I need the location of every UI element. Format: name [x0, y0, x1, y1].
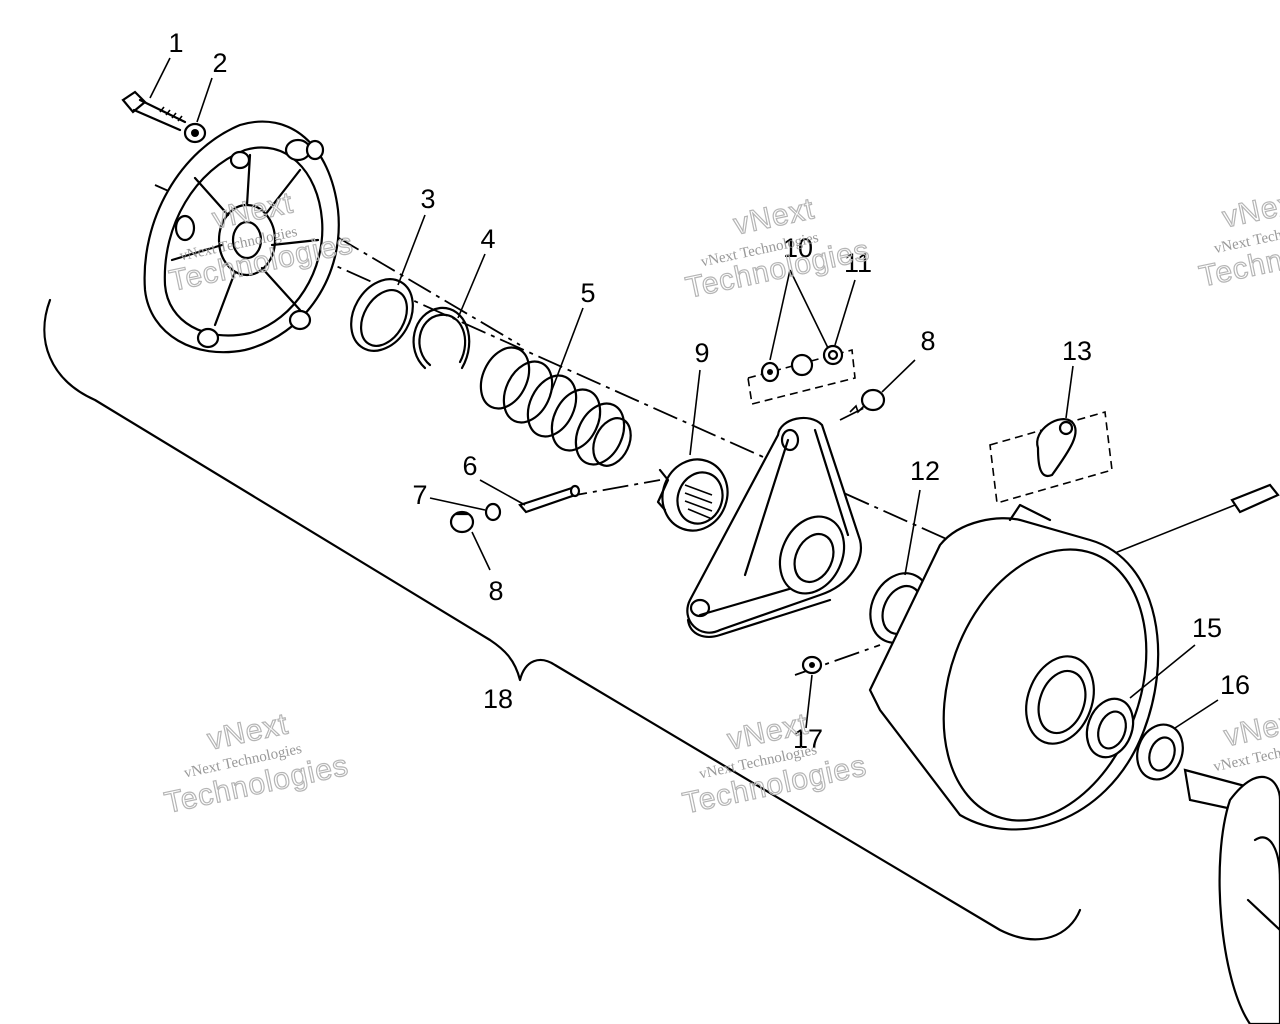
watermark-right-top: vNext vNext Technologies Technologies: [1196, 185, 1280, 295]
watermark-line1: vNext: [1220, 185, 1280, 234]
callout-11: 11: [844, 248, 872, 278]
callout-7: 7: [412, 480, 427, 510]
part-4-snap-ring: [412, 306, 471, 370]
callout-18: 18: [483, 684, 513, 714]
callout-16: 16: [1220, 670, 1250, 700]
assembly-bracket-18: [43, 298, 1082, 941]
part-16-washer: [1136, 723, 1184, 781]
callout-9: 9: [694, 338, 709, 368]
watermark-center-top: vNext vNext Technologies Technologies: [682, 192, 873, 306]
part-8-button-right: [849, 388, 886, 414]
watermark-center-bottom: vNext vNext Technologies Technologies: [679, 707, 870, 821]
callout-10: 10: [783, 233, 813, 263]
part-1-bolt: [121, 90, 187, 132]
part-2-nut: [183, 122, 207, 144]
watermark-left-bottom: vNext vNext Technologies Technologies: [161, 707, 352, 821]
part-5-spring: [479, 346, 632, 467]
part-6-pin: [518, 484, 581, 514]
moveable-sheave: [868, 503, 1160, 831]
callout-5: 5: [580, 278, 595, 308]
clutch-cover: [143, 120, 340, 354]
kit-box-13: [989, 410, 1113, 505]
fixed-sheave: [1183, 483, 1280, 1024]
watermark-line1: vNext: [1221, 704, 1280, 753]
part-7-washer: [484, 502, 502, 522]
part-3-bushing: [350, 278, 414, 352]
part-15-bushing: [1085, 697, 1135, 759]
callout-3: 3: [420, 184, 435, 214]
callout-13: 13: [1062, 336, 1092, 366]
callout-12: 12: [910, 456, 940, 486]
watermark-right-bottom: vNext vNext Technologies: [1212, 703, 1280, 775]
callout-1: 1: [168, 28, 183, 58]
callout-6: 6: [462, 451, 477, 481]
callout-15: 15: [1192, 613, 1222, 643]
callout-8-right: 8: [920, 326, 935, 356]
callout-2: 2: [212, 48, 227, 78]
callout-17: 17: [793, 724, 823, 754]
leader-lines: [149, 57, 1219, 729]
callout-8-left: 8: [488, 576, 503, 606]
part-8-button-left: [449, 510, 475, 534]
part-9-roller: [656, 458, 729, 532]
spider-arm: [686, 416, 863, 638]
kit-box-10-11: [747, 344, 856, 405]
callout-4: 4: [480, 224, 495, 254]
part-17-nut: [801, 655, 823, 675]
callout-labels: 1 2 3 4 5 6 7 8 8 9 10 11 12 13 15 16 17…: [168, 28, 1250, 754]
